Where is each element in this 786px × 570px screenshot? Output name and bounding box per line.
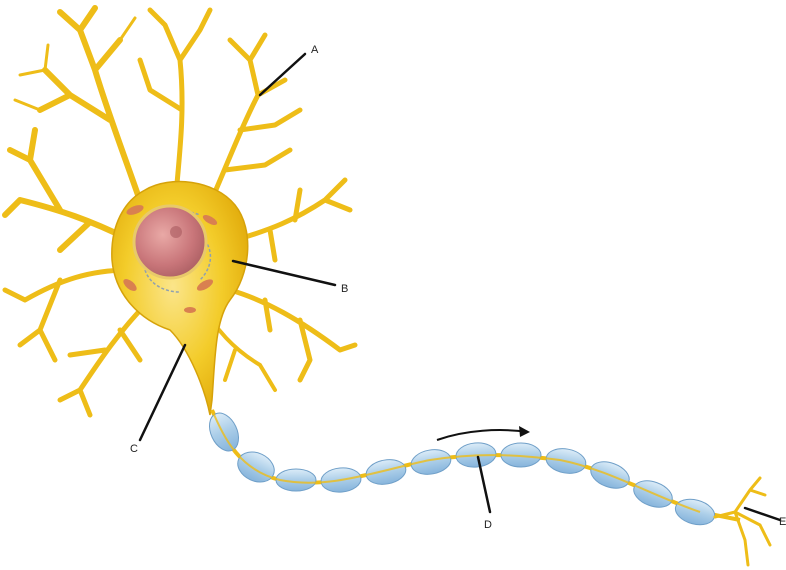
label-d: D [484, 519, 492, 531]
arrowhead-icon [519, 426, 530, 437]
axon-terminal [715, 478, 770, 565]
impulse-direction-arrow [437, 430, 528, 440]
label-e: E [779, 516, 786, 528]
label-a: A [311, 44, 319, 56]
label-b: B [341, 283, 348, 295]
myelin-sheath [204, 408, 718, 528]
myelin-segment [364, 457, 408, 488]
myelin-segment [204, 408, 244, 455]
nucleus [134, 206, 206, 278]
leader-line-a [260, 54, 305, 95]
label-c: C [130, 443, 138, 455]
leader-line-e [745, 508, 780, 520]
myelin-segment [233, 446, 279, 487]
myelin-segment [409, 447, 453, 478]
leader-line-c [140, 345, 185, 440]
myelin-segment [673, 495, 718, 529]
leader-line-b [233, 261, 335, 285]
nucleolus [170, 226, 182, 238]
